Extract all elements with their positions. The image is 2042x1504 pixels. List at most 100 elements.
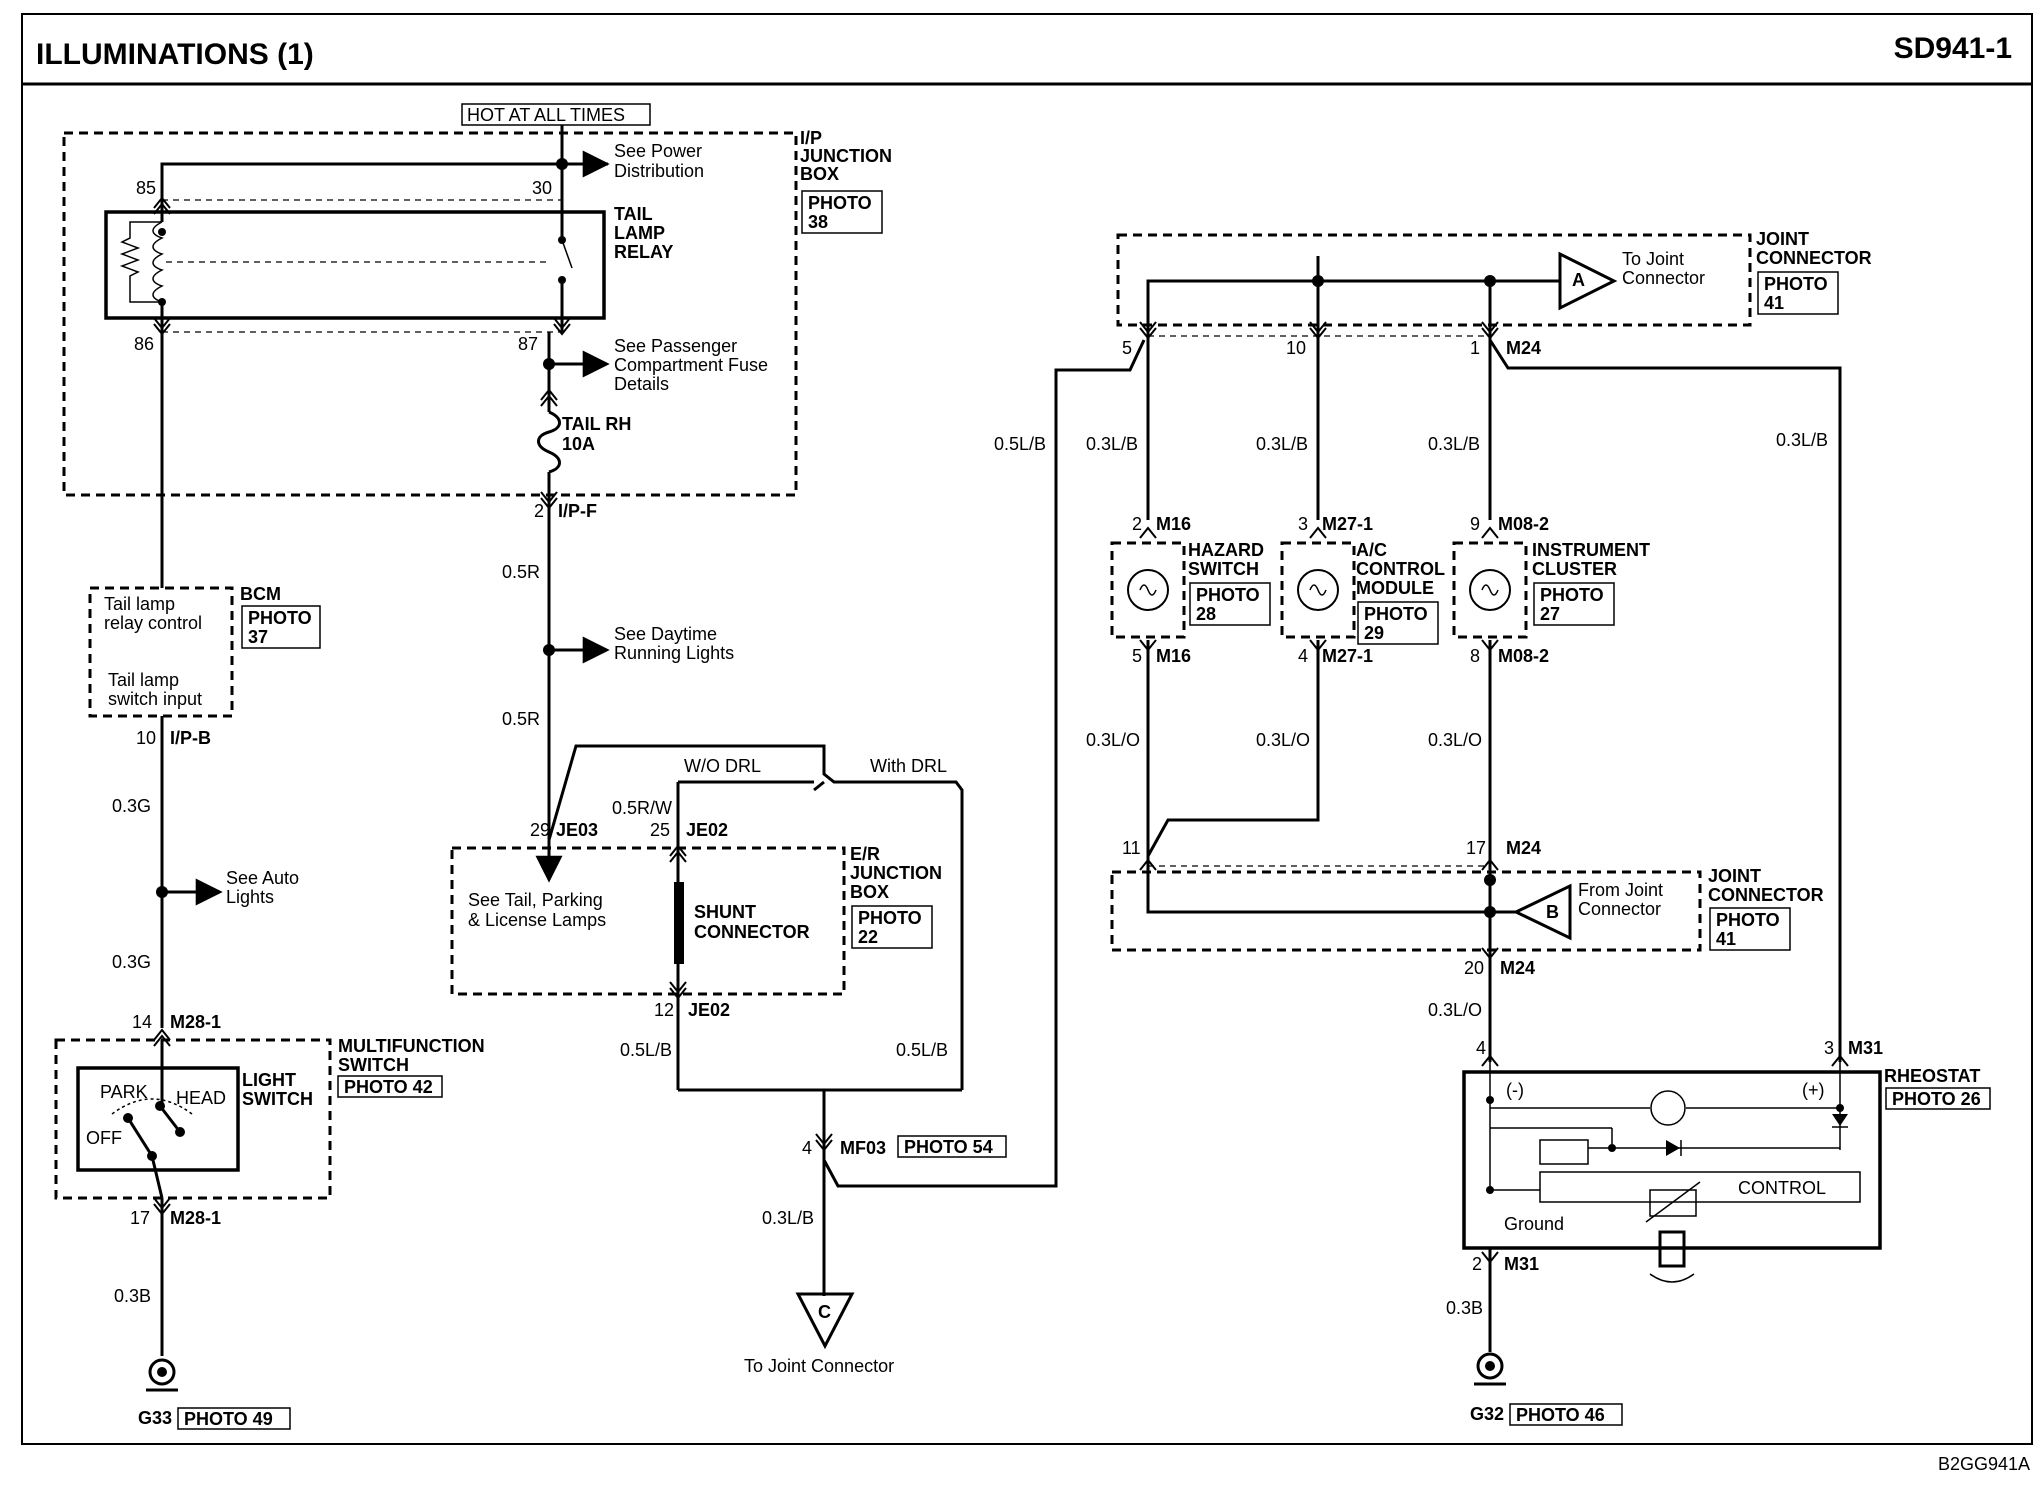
svg-text:PARK: PARK [100,1082,148,1102]
svg-text:5: 5 [1122,338,1132,358]
svg-text:28: 28 [1196,604,1216,624]
connector-c: C To Joint Connector [744,1292,894,1376]
wire-relay-85-top [160,162,608,196]
connector-mf03: 4 MF03 PHOTO 54 [802,1135,1007,1158]
svg-text:CLUSTER: CLUSTER [1532,559,1617,579]
svg-text:C: C [818,1302,831,1322]
svg-text:0.3B: 0.3B [1446,1298,1483,1318]
svg-text:JE03: JE03 [556,820,598,840]
svg-text:41: 41 [1764,293,1784,313]
svg-text:M16: M16 [1156,646,1191,666]
svg-text:I/P: I/P [800,128,822,148]
svg-text:PHOTO 46: PHOTO 46 [1516,1405,1605,1425]
svg-text:PHOTO: PHOTO [1540,585,1604,605]
svg-text:To Joint: To Joint [1622,249,1684,269]
svg-text:3: 3 [1824,1038,1834,1058]
tail-lamp-relay: TAIL LAMP RELAY 85 30 86 87 [104,178,673,354]
instrument-cluster: 9 M08-2 INSTRUMENT CLUSTER PHOTO 27 8 M0… [1452,514,1650,666]
svg-text:0.5L/B: 0.5L/B [994,434,1046,454]
svg-text:PHOTO: PHOTO [248,608,312,628]
svg-text:8: 8 [1470,646,1480,666]
svg-text:0.3L/B: 0.3L/B [1776,430,1828,450]
svg-text:30: 30 [532,178,552,198]
svg-text:Details: Details [614,374,669,394]
svg-text:0.3L/O: 0.3L/O [1086,730,1140,750]
svg-text:(-): (-) [1506,1080,1524,1100]
svg-text:RELAY: RELAY [614,242,673,262]
svg-text:29: 29 [1364,623,1384,643]
svg-text:PHOTO: PHOTO [1716,910,1780,930]
svg-text:0.3L/O: 0.3L/O [1428,730,1482,750]
svg-text:10: 10 [1286,338,1306,358]
svg-text:4: 4 [802,1138,812,1158]
svg-text:(+): (+) [1802,1080,1825,1100]
wire-05lb-long [822,339,1146,1188]
svg-text:M27-1: M27-1 [1322,514,1373,534]
svg-text:JUNCTION: JUNCTION [800,146,892,166]
svg-text:11: 11 [1122,838,1141,858]
svg-text:A/C: A/C [1356,540,1387,560]
svg-text:RHEOSTAT: RHEOSTAT [1884,1066,1980,1086]
svg-text:& License Lamps: & License Lamps [468,910,606,930]
svg-text:M24: M24 [1506,838,1541,858]
svg-text:BOX: BOX [850,882,889,902]
svg-text:0.3L/B: 0.3L/B [762,1208,814,1228]
svg-text:M08-2: M08-2 [1498,646,1549,666]
svg-text:PHOTO: PHOTO [808,193,872,213]
svg-text:SWITCH: SWITCH [1188,559,1259,579]
svg-text:From Joint: From Joint [1578,880,1663,900]
svg-text:JOINT: JOINT [1708,866,1761,886]
svg-text:0.3G: 0.3G [112,796,151,816]
svg-text:B: B [1546,902,1559,922]
svg-text:I/P-B: I/P-B [170,728,211,748]
svg-text:Connector: Connector [1578,899,1661,919]
fuse-tail-rh: TAIL RH 10A [537,410,631,474]
svg-text:CONNECTOR: CONNECTOR [694,922,810,942]
svg-text:27: 27 [1540,604,1560,624]
svg-text:0.3G: 0.3G [112,952,151,972]
svg-text:Ground: Ground [1504,1214,1564,1234]
svg-text:Running Lights: Running Lights [614,643,734,663]
svg-text:G32: G32 [1470,1404,1504,1424]
svg-text:M08-2: M08-2 [1498,514,1549,534]
ac-control-module: 3 M27-1 A/C CONTROL MODULE PHOTO 29 4 M2… [1280,514,1445,666]
svg-text:I/P-F: I/P-F [558,501,597,521]
svg-text:HEAD: HEAD [176,1088,226,1108]
svg-text:MF03: MF03 [840,1138,886,1158]
svg-text:0.3B: 0.3B [114,1286,151,1306]
rheostat: 4 3 M31 RHEOSTAT PHOTO 26 (-) (+) CONTRO… [1462,1038,1991,1283]
svg-text:switch input: switch input [108,689,202,709]
svg-text:HAZARD: HAZARD [1188,540,1264,560]
svg-text:PHOTO: PHOTO [1196,585,1260,605]
svg-text:PHOTO 54: PHOTO 54 [904,1137,993,1157]
wire-rheostat-plus [1488,339,1842,1062]
svg-text:PHOTO 42: PHOTO 42 [344,1077,433,1097]
svg-text:M28-1: M28-1 [170,1012,221,1032]
svg-text:0.5R/W: 0.5R/W [612,798,672,818]
svg-text:0.5R: 0.5R [502,562,540,582]
svg-text:38: 38 [808,212,828,232]
svg-text:0.3L/O: 0.3L/O [1256,730,1310,750]
svg-text:Lights: Lights [226,887,274,907]
svg-text:4: 4 [1298,646,1308,666]
svg-text:CONTROL: CONTROL [1356,559,1445,579]
svg-text:0.3L/B: 0.3L/B [1428,434,1480,454]
bcm: Tail lamp relay control Tail lamp switch… [88,584,321,748]
svg-text:JE02: JE02 [686,820,728,840]
svg-text:BCM: BCM [240,584,281,604]
svg-text:CONTROL: CONTROL [1738,1178,1826,1198]
ground-g33: G33 PHOTO 49 [138,1358,291,1430]
svg-text:2: 2 [1132,514,1142,534]
svg-text:E/R: E/R [850,844,880,864]
svg-text:14: 14 [132,1012,152,1032]
svg-text:0.5L/B: 0.5L/B [620,1040,672,1060]
figure-code: B2GG941A [1938,1454,2030,1474]
svg-text:0.3L/B: 0.3L/B [1256,434,1308,454]
page-title: ILLUMINATIONS (1) [36,38,314,71]
svg-text:86: 86 [134,334,154,354]
svg-text:1: 1 [1470,338,1480,358]
joint-connector-bottom: 11 17 M24 B From Joint Connector JOINT C… [1110,838,1824,978]
svg-text:See Power: See Power [614,141,702,161]
svg-text:TAIL RH: TAIL RH [562,414,631,434]
